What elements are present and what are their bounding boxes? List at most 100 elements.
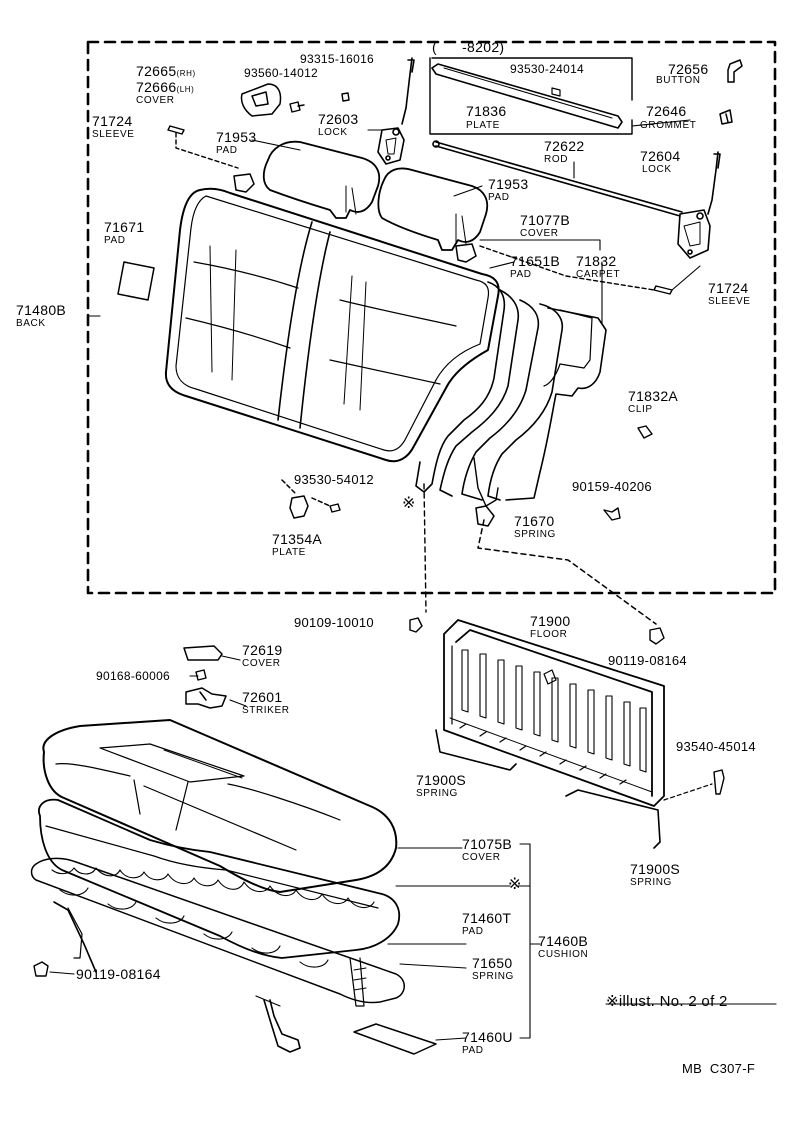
- seat-back-layers: [415, 281, 607, 507]
- name-71836: PLATE: [466, 120, 500, 131]
- label-90119-08164-bottom: 90119-08164: [76, 966, 161, 982]
- label-71724-left: 71724: [92, 113, 133, 129]
- name-71724-right: SLEEVE: [708, 296, 751, 307]
- sleeve-right: [479, 245, 673, 295]
- back-spring-71670: [475, 505, 657, 625]
- striker-72601: [185, 687, 227, 709]
- label-90159-40206: 90159-40206: [572, 479, 652, 494]
- rod-variant-bracket: [429, 57, 633, 135]
- name-71724-left: SLEEVE: [92, 129, 135, 140]
- label-93530-54012: 93530-54012: [294, 472, 374, 487]
- floor-fastener-lead: [663, 783, 713, 801]
- name-72601: STRIKER: [242, 705, 290, 716]
- screw-90119-08164-bottom: [33, 961, 49, 977]
- screw-93540-45014: [713, 769, 725, 795]
- label-71900s-left: 71900S: [416, 772, 467, 788]
- name-72656: BUTTON: [656, 75, 701, 86]
- screw-90159-40206: [603, 507, 621, 521]
- label-72622: 72622: [544, 138, 585, 154]
- label-71460b: 71460B: [538, 933, 589, 949]
- name-72666: COVER: [136, 95, 175, 106]
- screw-93315-16016: [341, 92, 350, 102]
- name-71671: PAD: [104, 235, 126, 246]
- name-71651b: PAD: [510, 269, 532, 280]
- label-72619: 72619: [242, 642, 283, 658]
- label-71480b: 71480B: [16, 302, 67, 318]
- name-72646: GROMMET: [640, 120, 697, 131]
- pad-71671: [117, 261, 155, 301]
- name-71354a: PLATE: [272, 547, 306, 558]
- back-plate: [431, 63, 623, 129]
- seat-back-cushion: [164, 187, 500, 463]
- label-71900s-right: 71900S: [630, 861, 681, 877]
- label-93530-24014: 93530-24014: [510, 62, 585, 76]
- label-71460u: 71460U: [462, 1029, 513, 1045]
- name-71953-right: PAD: [488, 192, 510, 203]
- name-71077b: COVER: [520, 228, 559, 239]
- label-71953-left: 71953: [216, 129, 257, 145]
- label-93315-16016: 93315-16016: [300, 52, 375, 66]
- label-71650: 71650: [472, 955, 513, 971]
- name-71480b: BACK: [16, 318, 46, 329]
- asterisk-mark-cushion: ※: [508, 876, 522, 893]
- label-71832: 71832: [576, 253, 617, 269]
- side-suffix: (LH): [176, 85, 195, 94]
- release-rod: [432, 140, 683, 217]
- floor-spring-left: [435, 729, 517, 771]
- trim-cover-72665: [240, 83, 282, 117]
- label-72656: 72656: [668, 61, 709, 77]
- seat-cushion-frame: [53, 901, 301, 1053]
- grommet-72646: [719, 109, 733, 125]
- label-71460t: 71460T: [462, 910, 512, 926]
- label-71671: 71671: [104, 219, 145, 235]
- leader-lines: [49, 119, 777, 1041]
- name-71900s-left: SPRING: [416, 788, 458, 799]
- label-90168-60006: 90168-60006: [96, 669, 171, 683]
- label-71832a: 71832A: [628, 388, 679, 404]
- asterisk-lead: [423, 483, 427, 613]
- name-71460u: PAD: [462, 1045, 484, 1056]
- label-90119-08164-top: 90119-08164: [608, 653, 687, 668]
- back-group-boundary: [86, 40, 777, 595]
- label-93540-45014: 93540-45014: [676, 739, 756, 754]
- name-71650: SPRING: [472, 971, 514, 982]
- label-90109-10010: 90109-10010: [294, 615, 374, 630]
- sleeve-left: [167, 125, 239, 169]
- label-72646: 72646: [646, 103, 687, 119]
- label-72603: 72603: [318, 111, 359, 127]
- seat-cushion-pad: [38, 798, 401, 959]
- back-lock-left-assembly: [377, 57, 415, 165]
- seat-floor-panel: [443, 619, 665, 807]
- label-72666: 72666(LH): [136, 80, 194, 94]
- label-71651b: 71651B: [510, 253, 561, 269]
- label-71075b: 71075B: [462, 836, 513, 852]
- headrest-pad-right: [377, 167, 489, 251]
- name-72622: ROD: [544, 154, 569, 165]
- floor-spring-right: [565, 789, 661, 849]
- label-72604: 72604: [640, 148, 681, 164]
- label-71724-right: 71724: [708, 280, 749, 296]
- button-72656: [727, 59, 743, 83]
- back-lock-right-assembly: [677, 151, 721, 259]
- seat-cushion-spring: [30, 857, 405, 1007]
- label-71836: 71836: [466, 103, 507, 119]
- name-71953-left: PAD: [216, 145, 238, 156]
- name-71670: SPRING: [514, 529, 556, 540]
- side-suffix: (RH): [176, 69, 196, 78]
- name-71075b: COVER: [462, 852, 501, 863]
- label-72665: 72665(RH): [136, 64, 196, 78]
- name-72603: LOCK: [318, 127, 348, 138]
- screw-93560-14012: [289, 101, 305, 113]
- name-71900s-right: SPRING: [630, 877, 672, 888]
- drawing-code: MB C307-F: [682, 1061, 756, 1076]
- plate-71354a: [281, 479, 331, 519]
- clip-71832a: [637, 425, 653, 439]
- screw-90119-08164-top: [649, 627, 665, 645]
- name-71900: FLOOR: [530, 629, 568, 640]
- label-71077b: 71077B: [520, 212, 571, 228]
- label-71670: 71670: [514, 513, 555, 529]
- label-71354a: 71354A: [272, 531, 323, 547]
- label-72601: 72601: [242, 689, 283, 705]
- name-71832: CARPET: [576, 269, 621, 280]
